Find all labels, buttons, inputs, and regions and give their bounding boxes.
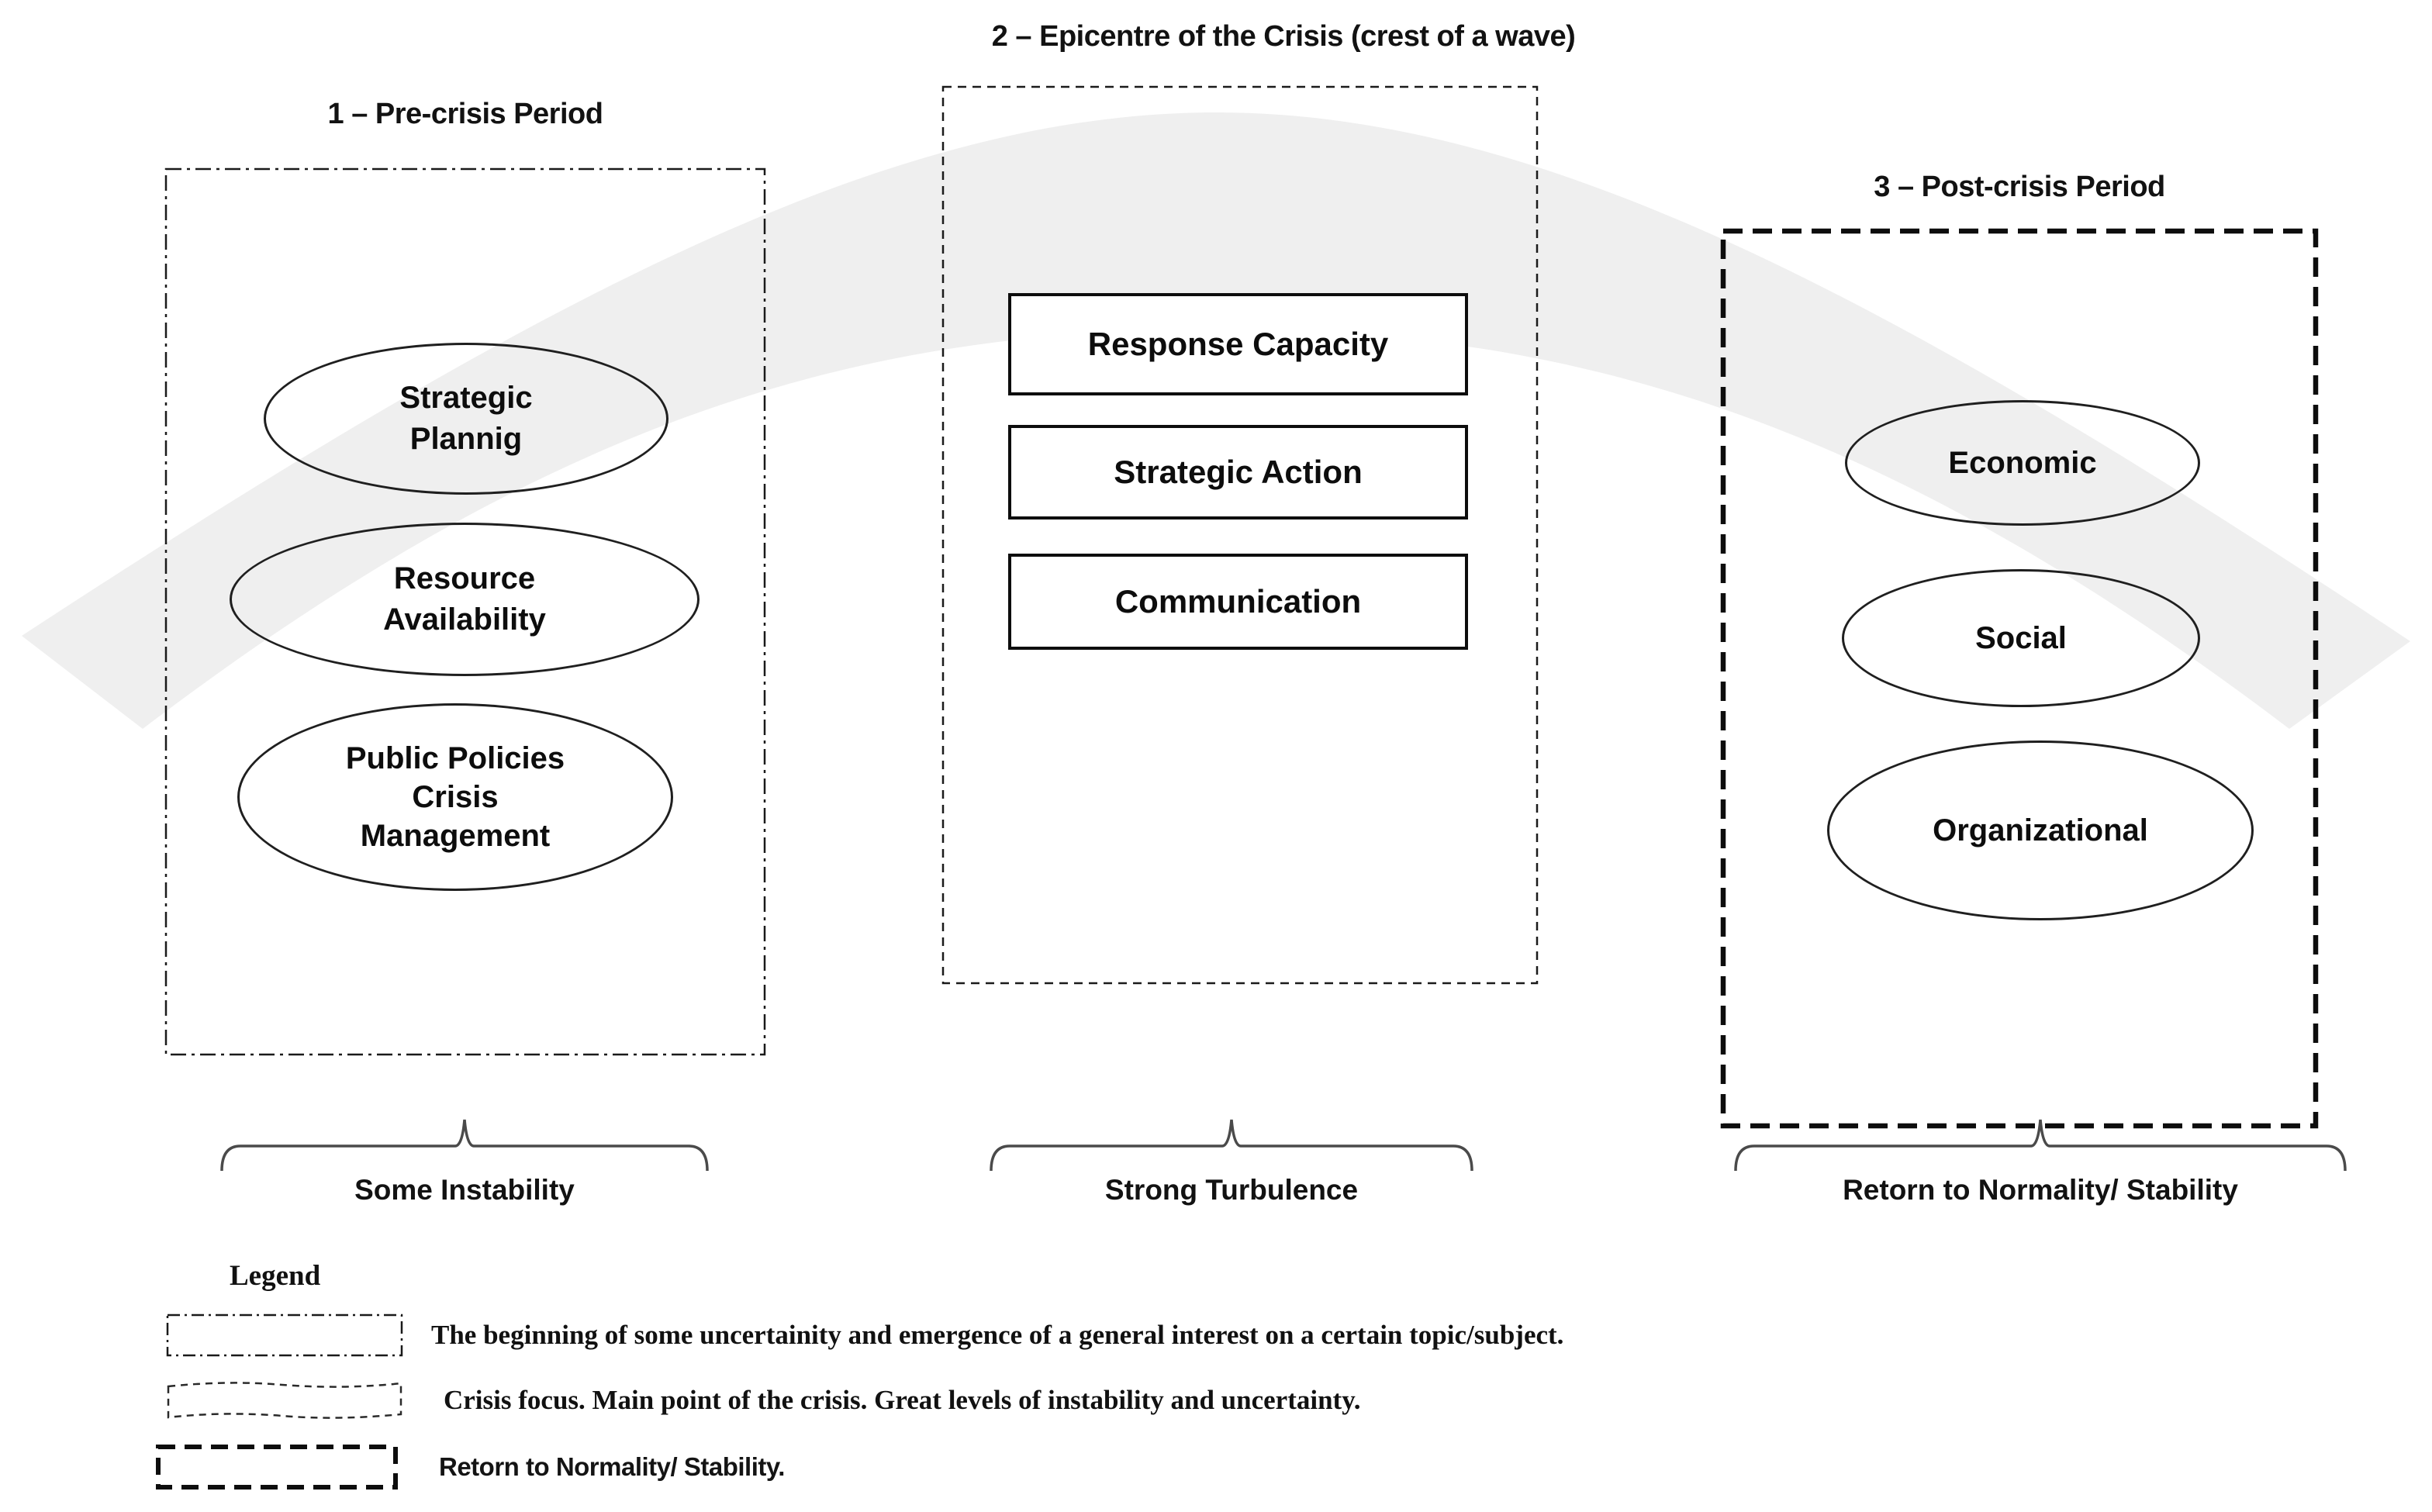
brace-label-strong-turbulence: Strong Turbulence	[1104, 1174, 1359, 1206]
ellipse-label-line: Plannig	[409, 422, 523, 456]
brace-label-return-to-normality: Retorn to Normality/ Stability	[1843, 1174, 2238, 1206]
ellipse-label-line: Resource	[393, 561, 536, 596]
rect-response-capacity: Response Capacity	[1008, 293, 1468, 395]
brace-label-some-instability: Some Instability	[354, 1174, 575, 1206]
ellipse-label-line: Organizational	[1933, 813, 2148, 847]
legend-item-text-crisis-focus: Crisis focus. Main point of the crisis. …	[444, 1385, 1361, 1415]
epicentre-box-border	[941, 85, 1539, 985]
rect-communication: Communication	[1008, 554, 1468, 650]
legend-swatch-dashed	[167, 1382, 402, 1419]
ellipse-economic: Economic	[1845, 400, 2200, 526]
epicentre-title: 2 – Epicentre of the Crisis (crest of a …	[991, 20, 1576, 53]
legend-swatch-dash-dot	[166, 1314, 403, 1357]
epicentre-brace	[990, 1119, 1473, 1172]
ellipse-label-line: Economic	[1948, 445, 2097, 480]
rect-strategic-action: Strategic Action	[1008, 425, 1468, 520]
ellipse-public-policies: Public Policies Crisis Management	[237, 703, 673, 891]
ellipse-label-line: Public Policies	[345, 741, 565, 775]
legend-item-text-precrisis: The beginning of some uncertainity and e…	[431, 1320, 1564, 1350]
ellipse-label-line: Strategic	[399, 381, 533, 416]
legend-swatch-bold-dashed	[156, 1445, 398, 1490]
post-crisis-brace	[1734, 1119, 2347, 1172]
ellipse-label-line: Crisis	[412, 780, 499, 814]
pre-crisis-brace	[220, 1119, 709, 1172]
ellipse-label-line: Availability	[383, 602, 546, 637]
pre-crisis-title: 1 – Pre-crisis Period	[327, 98, 603, 130]
ellipse-social: Social	[1842, 569, 2200, 707]
ellipse-strategic-planning: Strategic Plannig	[264, 343, 668, 495]
legend-item-text-return-normality: Retorn to Normality/ Stability.	[439, 1452, 785, 1481]
ellipse-resource-availability: Resource Availability	[230, 523, 700, 676]
post-crisis-box-border	[1720, 228, 2319, 1129]
ellipse-label-line: Management	[360, 819, 551, 853]
ellipse-label-line: Social	[1975, 620, 2067, 655]
pre-crisis-box-border	[164, 167, 766, 1056]
legend-title: Legend	[230, 1260, 321, 1292]
ellipse-organizational: Organizational	[1827, 740, 2254, 920]
post-crisis-title: 3 – Post-crisis Period	[1874, 171, 2165, 203]
